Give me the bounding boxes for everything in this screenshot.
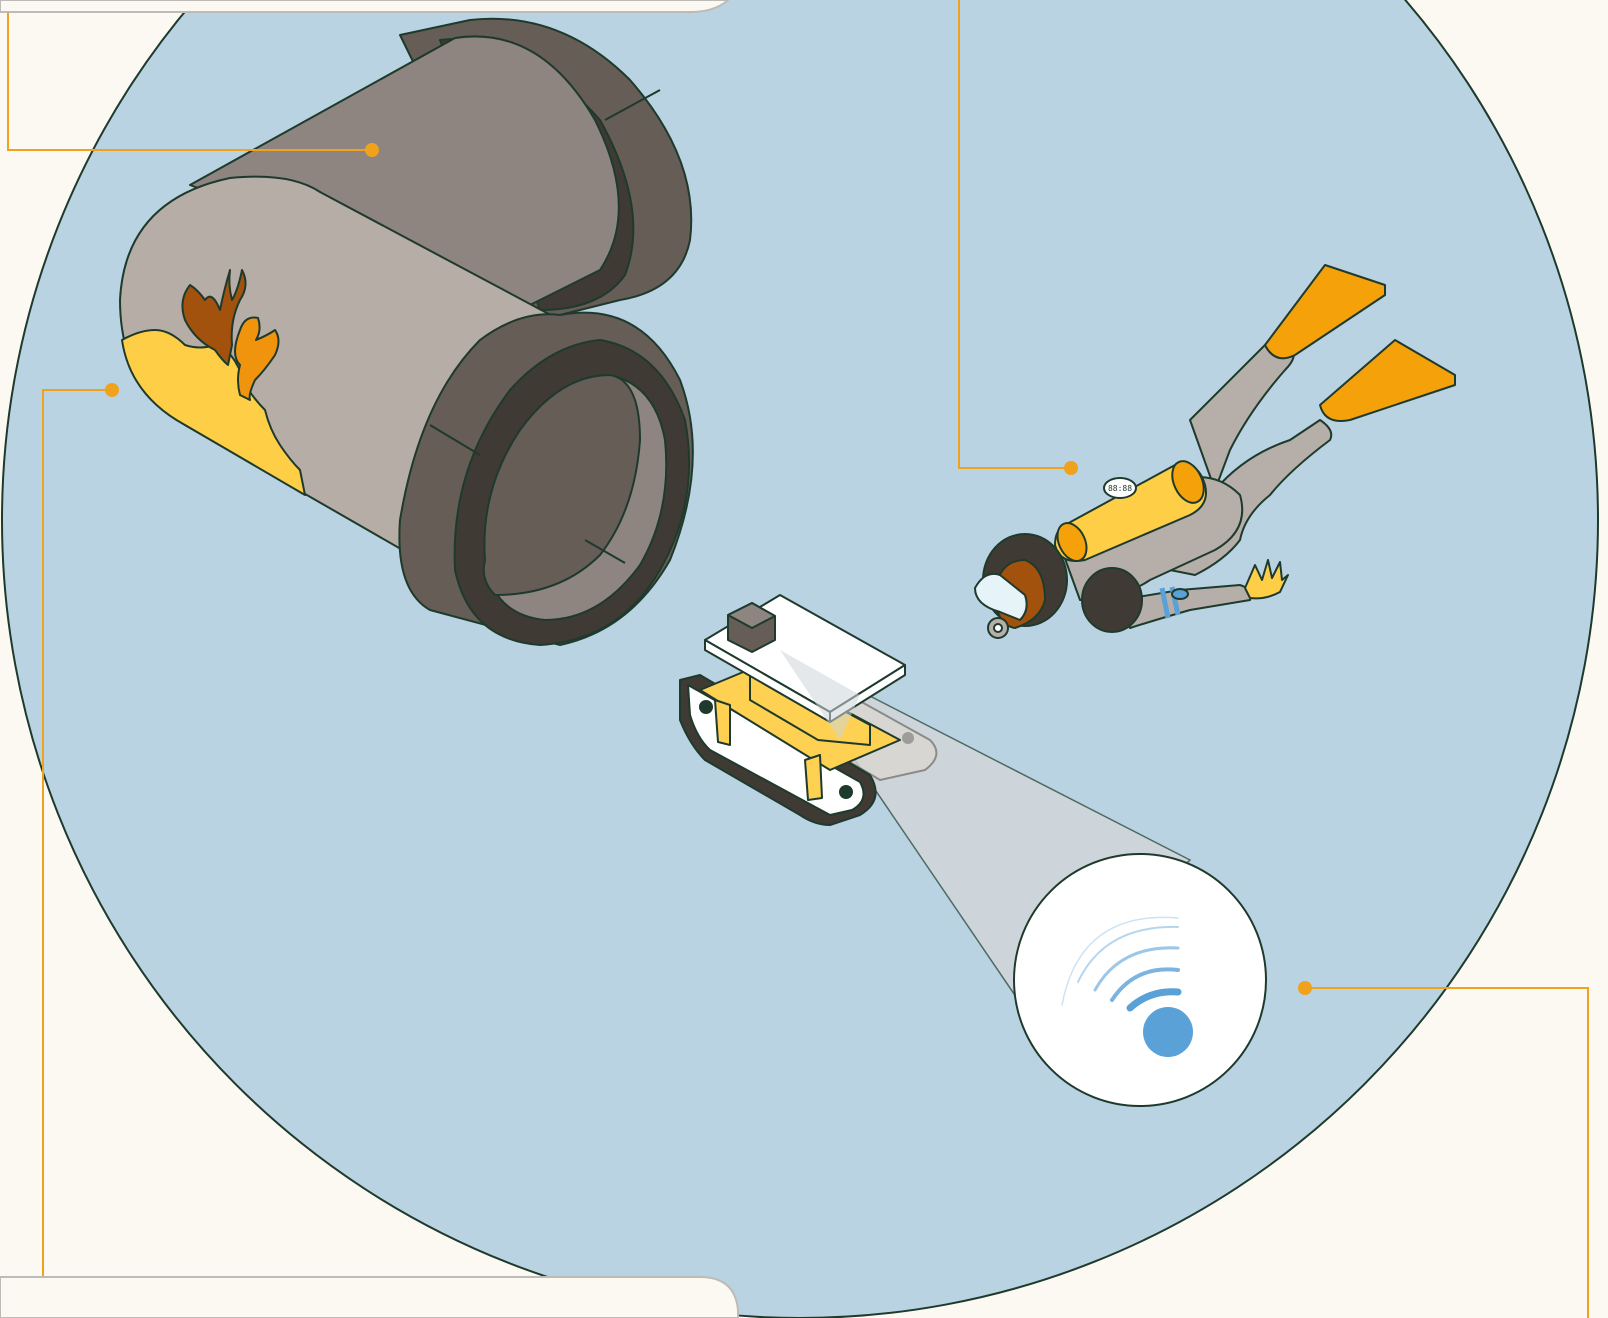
- callout-dot-sediment: [105, 383, 119, 397]
- robot-rear-wheel: [902, 732, 914, 744]
- robot-leg-1: [715, 700, 730, 745]
- label-card-bottom: [0, 1277, 738, 1318]
- robot-leg-2: [805, 755, 822, 800]
- callout-dot-signal: [1298, 981, 1312, 995]
- diver-watch: [1172, 589, 1188, 599]
- robot-wheel-front: [700, 701, 712, 713]
- dive-gauge-icon: 88:88: [1104, 478, 1136, 498]
- gauge-readout: 88:88: [1108, 484, 1132, 493]
- label-card-top: [0, 0, 728, 12]
- callout-dot-diver: [1064, 461, 1078, 475]
- signal-source-dot: [1143, 1007, 1193, 1057]
- acoustic-signal-inset: [1014, 854, 1266, 1106]
- callout-dot-pipeline: [365, 143, 379, 157]
- diver-regulator-mouth: [994, 624, 1002, 632]
- signal-inset-circle: [1014, 854, 1266, 1106]
- diver-shoulder: [1082, 568, 1142, 632]
- robot-wheel-rear: [840, 786, 852, 798]
